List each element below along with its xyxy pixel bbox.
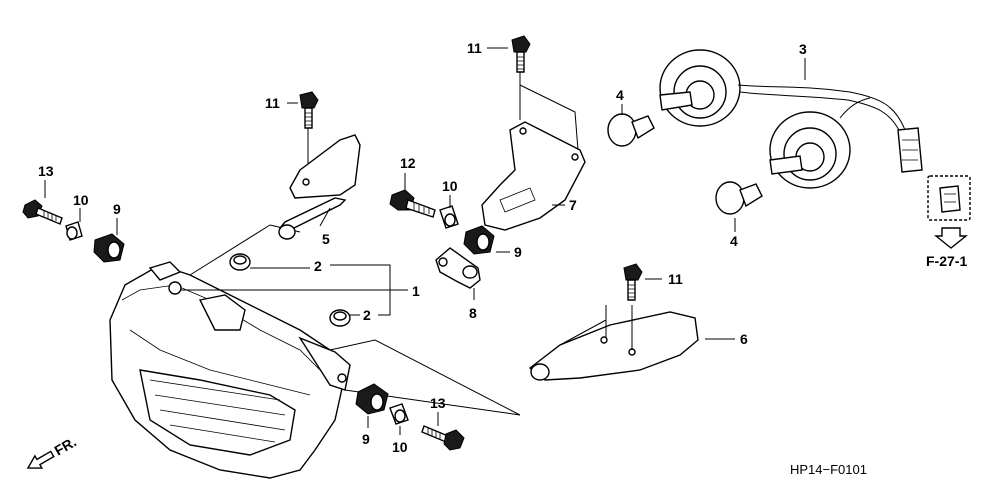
bracket-7 <box>481 121 586 231</box>
front-arrow-icon <box>26 450 55 469</box>
bulb-4-upper <box>607 104 655 147</box>
grommet-9-lower <box>355 383 389 415</box>
grommet-9-center <box>463 225 495 255</box>
bracket-6 <box>528 305 699 381</box>
connector-detail <box>927 175 971 249</box>
callout-2-lower: 2 <box>363 307 371 323</box>
callout-10-upper: 10 <box>73 192 89 208</box>
bolt-11-c <box>623 263 643 301</box>
callout-12: 12 <box>400 155 416 171</box>
callout-11-c: 11 <box>668 271 683 287</box>
headlight-assembly <box>109 261 351 479</box>
bolt-13-lower <box>421 425 465 451</box>
front-marker: FR. <box>52 433 80 458</box>
bulb-4-lower <box>715 181 763 232</box>
grommet-9-upper <box>93 233 125 263</box>
collar-2-upper <box>229 253 251 271</box>
callout-4-upper: 4 <box>616 87 624 103</box>
bolt-11-b <box>511 35 531 120</box>
callout-13-lower: 13 <box>430 395 446 411</box>
leader-lines-2 <box>250 264 391 316</box>
callout-2-upper: 2 <box>314 258 322 274</box>
socket-harness-3 <box>659 49 923 189</box>
callout-11-a: 11 <box>265 95 280 111</box>
callout-3: 3 <box>799 41 807 57</box>
callout-9-upper: 9 <box>113 201 121 217</box>
callout-13-upper: 13 <box>38 163 54 179</box>
callout-11-b: 11 <box>467 40 482 56</box>
callout-7: 7 <box>569 197 577 213</box>
callout-6: 6 <box>740 331 748 347</box>
clip-8 <box>435 247 481 289</box>
collar-10-center <box>439 205 459 229</box>
callout-10-center: 10 <box>442 178 458 194</box>
callout-4-lower: 4 <box>730 233 738 249</box>
collar-2-lower <box>329 309 351 327</box>
collar-10-upper <box>65 221 83 241</box>
callout-9-lower: 9 <box>362 431 370 447</box>
bolt-13-upper <box>22 199 63 225</box>
callout-5: 5 <box>322 231 330 247</box>
callout-leaders <box>44 47 735 435</box>
callout-8: 8 <box>469 305 477 321</box>
callout-1: 1 <box>412 283 420 299</box>
leader-lines-7 <box>519 84 579 151</box>
reference-label: F-27-1 <box>926 253 967 269</box>
callout-9-center: 9 <box>514 244 522 260</box>
bracket-5 <box>278 134 361 240</box>
callout-10-lower: 10 <box>392 439 408 455</box>
bolt-12 <box>389 189 436 218</box>
collar-10-lower <box>389 403 409 425</box>
figure-code: HP14−F0101 <box>790 462 867 477</box>
